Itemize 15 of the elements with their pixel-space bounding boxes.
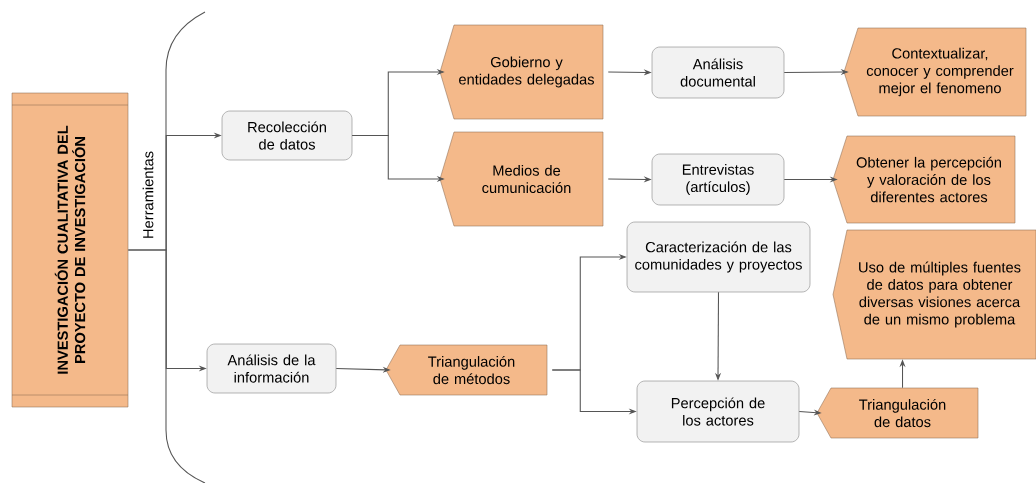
- process-box: Análisis documental: [651, 46, 785, 99]
- tag-box: Triangulación de datos: [816, 387, 979, 439]
- process-box: Entrevistas (artículos): [651, 153, 785, 206]
- tag-box: Obtener la percepción y valoración de los diferentes actores: [832, 135, 1016, 224]
- tag-box: Uso de múltiples fuentes de datos para obtener diversas visiones acerca de un mismo problema: [832, 229, 1036, 360]
- tag-box: Contextualizar, conocer y comprender mejor el fenomeno: [843, 27, 1027, 117]
- tag-box: Triangulación de métodos: [385, 344, 548, 396]
- process-box: Análisis de la información: [206, 343, 337, 394]
- tag-box: Medios de cumunicación: [439, 131, 604, 227]
- rotated-label: Herramientas: [142, 151, 154, 238]
- process-box: Caracterización de las comunidades y proyectos: [626, 221, 811, 293]
- process-box: Percepción de los actores: [636, 380, 800, 443]
- tag-box: Gobierno y entidades delegadas: [439, 24, 604, 120]
- title-box: INVESTIGACIÓN CUALITATIVA DEL PROYECTO DE INVESTIGACIÓN: [11, 92, 129, 408]
- process-box: Recolección de datos: [221, 110, 353, 161]
